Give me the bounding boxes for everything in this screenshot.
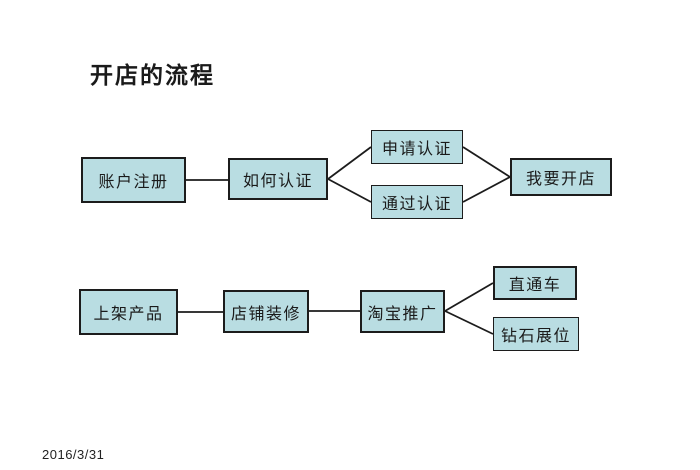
node-label: 通过认证 [381,194,452,213]
connector-apply-to-open [462,146,511,178]
node-label: 钻石展位 [500,326,571,345]
connector-how-to-apply [327,146,372,180]
connector-how-to-pass [327,178,372,203]
connector-promotion-to-diamond [444,310,494,335]
node-label: 上架产品 [93,304,164,323]
node-open-shop: 我要开店 [510,158,612,196]
node-label: 账户注册 [98,172,169,191]
node-apply-certification: 申请认证 [371,130,463,164]
page-title: 开店的流程 [90,62,215,89]
node-list-products: 上架产品 [79,289,178,335]
connector-promotion-to-zhitongche [444,282,494,312]
node-label: 我要开店 [525,169,596,188]
connector-pass-to-open [462,176,511,203]
node-label: 直通车 [508,275,562,294]
slide-date: 2016/3/31 [42,447,105,462]
node-pass-certification: 通过认证 [371,185,463,219]
node-label: 淘宝推广 [367,303,438,323]
node-label: 申请认证 [381,139,452,158]
node-diamond-booth: 钻石展位 [493,317,579,351]
node-label: 店铺装修 [230,303,301,323]
node-how-to-certify: 如何认证 [228,158,328,200]
node-zhitongche: 直通车 [493,266,577,300]
node-shop-decoration: 店铺装修 [223,290,309,333]
node-account-register: 账户注册 [81,157,186,203]
node-taobao-promotion: 淘宝推广 [360,290,445,333]
node-label: 如何认证 [242,171,313,190]
